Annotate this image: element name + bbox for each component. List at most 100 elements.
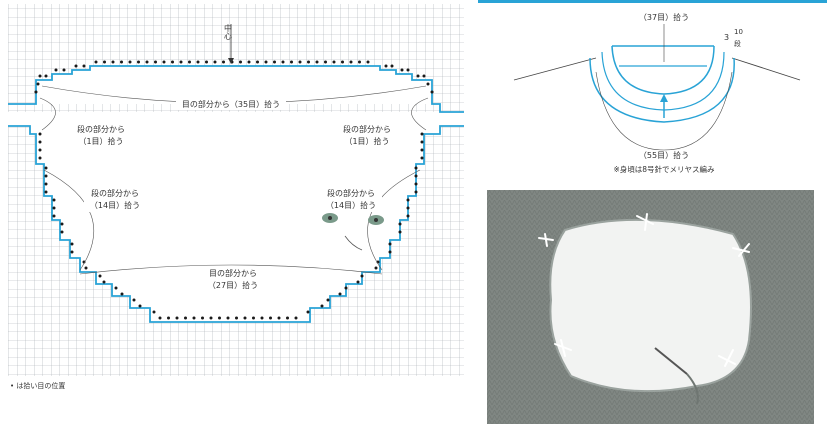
- legend-note: • は拾い目の位置: [10, 381, 65, 390]
- pickup-dot: [179, 60, 183, 64]
- pickup-dot: [349, 60, 353, 64]
- shoulder-right: [731, 57, 801, 81]
- pickup-dot: [128, 60, 132, 64]
- pickup-dot: [94, 60, 98, 64]
- left-upper-label-1: 段の部分から: [77, 124, 125, 134]
- side-frac-top: 10: [734, 28, 743, 36]
- pickup-dot: [38, 132, 42, 136]
- pickup-dot: [213, 60, 217, 64]
- neck-outer: [589, 57, 735, 123]
- pickup-dot: [196, 60, 200, 64]
- guide-left-lower: [43, 169, 95, 271]
- right-upper-label-2: （1目）拾う: [344, 136, 389, 146]
- pickup-dot: [222, 60, 225, 64]
- pickup-dot: [338, 292, 342, 296]
- left-upper-label-2: （1目）拾う: [78, 136, 123, 146]
- pickup-dot: [52, 198, 56, 202]
- left-lower-label-2: （14目）拾う: [90, 200, 140, 210]
- pickup-dot: [60, 230, 64, 234]
- doodle-eyes: [322, 213, 384, 251]
- pickup-dot: [44, 166, 48, 170]
- pickup-dot: [420, 148, 424, 152]
- pickup-dot: [120, 292, 124, 296]
- pickup-dot: [256, 60, 259, 64]
- pickup-dot: [138, 304, 142, 308]
- pickup-dot: [167, 316, 170, 320]
- header-bar: [478, 0, 827, 3]
- pickup-dot: [137, 60, 140, 64]
- pickup-dot: [120, 60, 123, 64]
- neck-opening-top: [36, 66, 432, 104]
- pickup-dot: [315, 60, 319, 64]
- pickup-dot: [356, 280, 360, 284]
- bottom-pickup-label-1: 目の部分から: [209, 268, 257, 278]
- pickup-dot: [273, 60, 276, 64]
- pickup-dot: [414, 174, 418, 178]
- pickup-dot: [388, 250, 392, 254]
- pickup-dot: [175, 316, 179, 320]
- pickup-dot: [298, 60, 302, 64]
- pickup-dot: [38, 140, 42, 144]
- pickup-dot: [44, 74, 48, 78]
- right-lower-label-2: （14目）拾う: [326, 200, 376, 210]
- pickup-dot: [360, 274, 364, 278]
- pickup-dot: [358, 60, 361, 64]
- side-num: 3: [724, 33, 729, 42]
- pickup-dot: [374, 266, 378, 270]
- pickup-dot: [390, 64, 394, 68]
- neck-hole: [549, 218, 752, 393]
- pickup-dot: [36, 82, 40, 86]
- marker-pins: [538, 213, 750, 367]
- center-label-1: 中心: [224, 23, 233, 40]
- outline-top: [8, 65, 464, 113]
- pickup-dot: [252, 316, 255, 320]
- pickup-dot: [243, 316, 247, 320]
- pickup-dot: [226, 316, 230, 320]
- pickup-dot: [38, 156, 42, 160]
- pickup-dot: [307, 60, 310, 64]
- pickup-dot: [184, 316, 187, 320]
- pickup-dot: [406, 206, 410, 210]
- pickup-dot: [152, 310, 156, 314]
- pickup-dot: [209, 316, 213, 320]
- guide-right-lower: [367, 169, 421, 271]
- pickup-dot: [430, 90, 434, 94]
- pickup-dot: [192, 316, 196, 320]
- pickup-dot: [414, 182, 418, 186]
- pickup-dot: [44, 174, 48, 178]
- bottom-label: （55目）拾う: [639, 150, 689, 160]
- pickup-dot: [420, 156, 424, 160]
- top-label: （37目）拾う: [639, 12, 689, 22]
- bottom-pickup-label-2: （27目）拾う: [208, 280, 258, 290]
- pickup-dot: [34, 90, 38, 94]
- pickup-dot: [320, 304, 324, 308]
- yarn-needle: [654, 347, 688, 375]
- pickup-dot: [205, 60, 208, 64]
- pickup-dot: [290, 60, 293, 64]
- pickup-dot: [332, 60, 336, 64]
- pickup-dot: [306, 310, 310, 314]
- pickup-dot: [341, 60, 344, 64]
- pickup-dot: [277, 316, 281, 320]
- pickup-dot: [388, 242, 392, 246]
- pickup-dot: [74, 64, 78, 68]
- pickup-dot: [294, 316, 298, 320]
- pickup-dot: [324, 60, 327, 64]
- pickup-dot: [281, 60, 285, 64]
- pickup-dot: [154, 60, 157, 64]
- pickup-dot: [398, 222, 402, 226]
- pickup-dot: [406, 68, 410, 72]
- neckband-diagram: （37目）拾う 3 10 段 （55目）拾う ※身頃は8号針でメリヤス編み: [478, 0, 827, 185]
- pickup-dot: [103, 60, 106, 64]
- pickup-dot: [70, 242, 74, 246]
- pickup-dot: [406, 214, 410, 218]
- pickup-dot: [201, 316, 204, 320]
- neckband-svg: （37目）拾う 3 10 段 （55目）拾う ※身頃は8号針でメリヤス編み: [513, 12, 801, 174]
- pickup-dot: [398, 230, 402, 234]
- pickup-dot: [52, 206, 56, 210]
- pickup-dot: [269, 316, 272, 320]
- pickup-dot: [420, 140, 424, 144]
- pickup-dot: [44, 182, 48, 186]
- side-frac-bottom: 段: [734, 39, 741, 48]
- pickup-dot: [62, 68, 66, 72]
